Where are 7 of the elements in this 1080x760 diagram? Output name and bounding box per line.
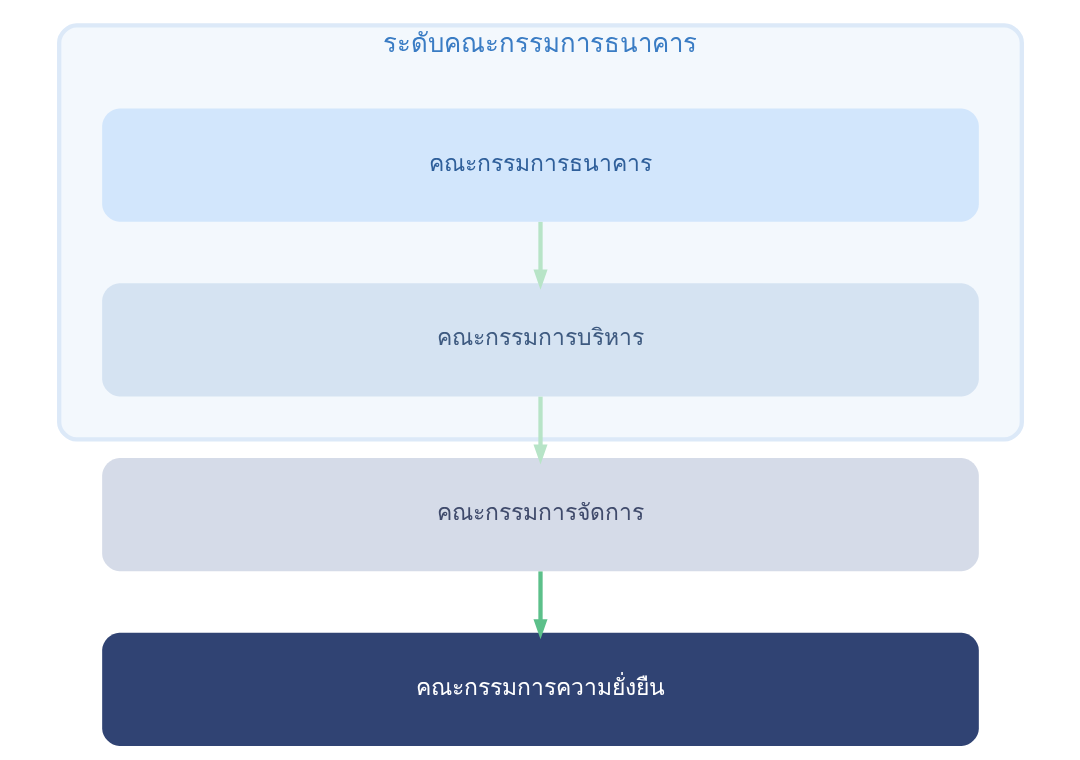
arrow	[532, 221, 548, 290]
node-box: คณะกรรมการจัดการ	[101, 458, 979, 572]
node-box: คณะกรรมการธนาคาร	[101, 108, 979, 222]
node-box: คณะกรรมการบริหาร	[101, 283, 979, 397]
arrow	[532, 396, 548, 465]
node-box: คณะกรรมการความยั่งยืน	[101, 632, 979, 746]
arrow	[532, 571, 548, 640]
